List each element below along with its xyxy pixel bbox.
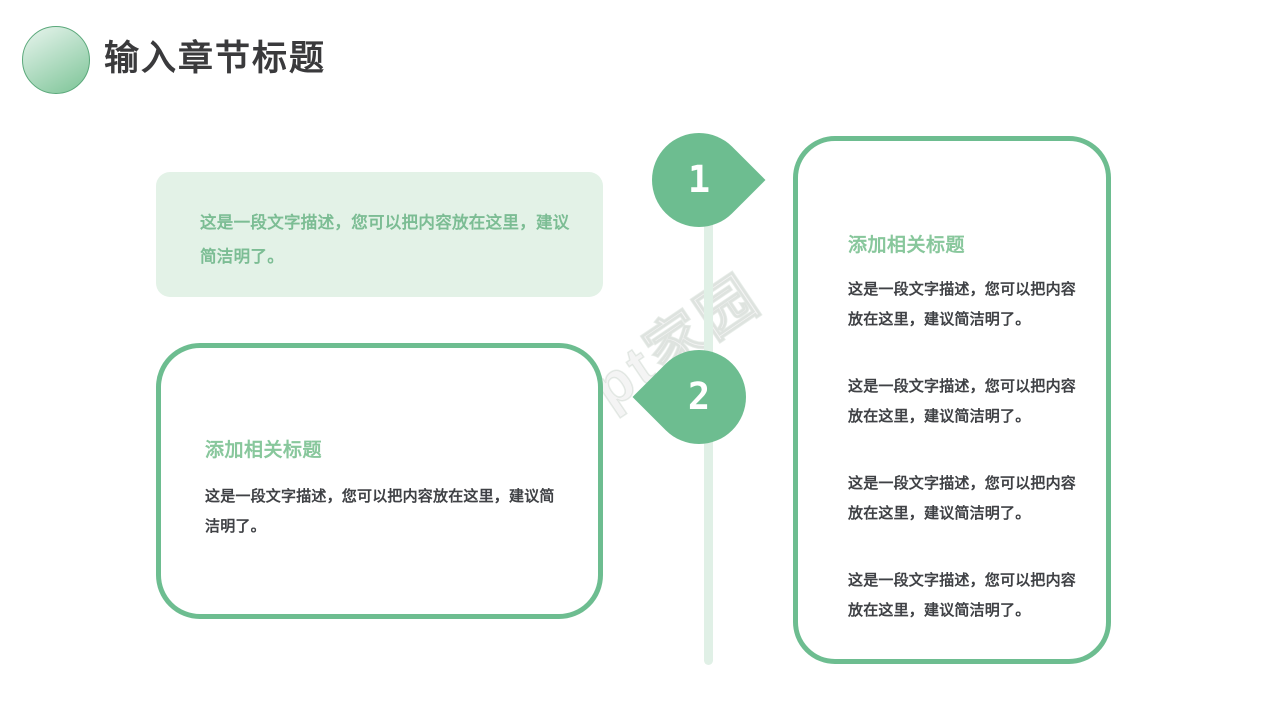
slide-header: 输入章节标题 bbox=[0, 0, 1280, 110]
timeline-marker-2-number: 2 bbox=[687, 375, 711, 418]
left-tinted-box: 这是一段文字描述，您可以把内容放在这里，建议简洁明了。 bbox=[156, 172, 603, 297]
left-tinted-box-text: 这是一段文字描述，您可以把内容放在这里，建议简洁明了。 bbox=[200, 214, 570, 266]
gradient-circle-icon bbox=[22, 26, 90, 94]
left-card-heading: 添加相关标题 bbox=[205, 440, 323, 461]
right-panel-paragraph-list: 这是一段文字描述，您可以把内容放在这里，建议简洁明了。 这是一段文字描述，您可以… bbox=[848, 275, 1080, 626]
timeline-marker-2[interactable]: 2 bbox=[632, 330, 766, 464]
timeline-marker-1[interactable]: 1 bbox=[632, 113, 766, 247]
right-panel-paragraph: 这是一段文字描述，您可以把内容放在这里，建议简洁明了。 bbox=[848, 475, 1077, 522]
right-panel-paragraph: 这是一段文字描述，您可以把内容放在这里，建议简洁明了。 bbox=[848, 281, 1077, 328]
right-panel-paragraph: 这是一段文字描述，您可以把内容放在这里，建议简洁明了。 bbox=[848, 378, 1077, 425]
page-title: 输入章节标题 bbox=[104, 39, 327, 78]
timeline-marker-1-number: 1 bbox=[687, 158, 711, 201]
right-outlined-panel: 添加相关标题 这是一段文字描述，您可以把内容放在这里，建议简洁明了。 这是一段文… bbox=[793, 136, 1111, 664]
left-card-text: 这是一段文字描述，您可以把内容放在这里，建议简洁明了。 bbox=[205, 488, 555, 535]
right-panel-heading: 添加相关标题 bbox=[848, 235, 966, 256]
left-outlined-card: 添加相关标题 这是一段文字描述，您可以把内容放在这里，建议简洁明了。 bbox=[156, 343, 603, 619]
right-panel-paragraph: 这是一段文字描述，您可以把内容放在这里，建议简洁明了。 bbox=[848, 572, 1077, 619]
